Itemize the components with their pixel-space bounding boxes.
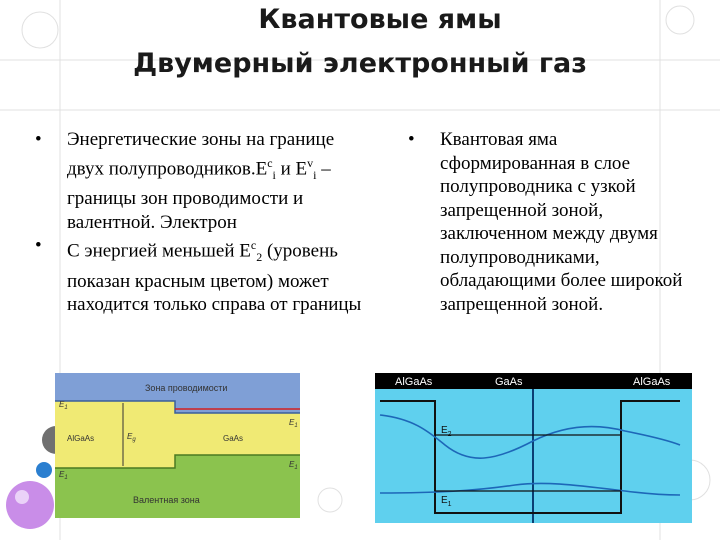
energy-label-e2-right: E1 [289, 460, 298, 471]
bullet-text: С энергией меньшей E [67, 240, 251, 262]
subscript: i [272, 167, 276, 182]
valence-band-label: Валентная зона [133, 495, 200, 505]
well-right-material: AlGaAs [633, 376, 671, 388]
right-column-text: • Квантовая яма сформированная в слое по… [405, 128, 695, 316]
bullet-dot: • [35, 129, 42, 150]
bullet-dot: • [408, 129, 415, 150]
quantum-well-diagram: AlGaAs GaAs AlGaAs E2 E1 [375, 373, 692, 523]
superscript: c [250, 238, 257, 253]
superscript: c [267, 155, 273, 170]
conduction-band-edge [55, 400, 300, 414]
band-gap-region [55, 401, 300, 468]
bullet-text: Энергетические зоны на границе двух полу… [67, 129, 335, 179]
well-center-material: GaAs [495, 376, 523, 388]
left-column-text: • Энергетические зоны на границе двух по… [32, 128, 372, 317]
blue-sphere [36, 462, 52, 478]
right-bullet-1: • Квантовая яма сформированная в слое по… [405, 128, 695, 316]
band-diagram: Зона проводимости Валентная зона AlGaAs … [55, 373, 300, 518]
right-material-label: GaAs [223, 434, 243, 443]
sphere-highlight [15, 490, 29, 504]
bullet-text: и E [275, 157, 308, 179]
bullet-text: Квантовая яма сформированная в слое полу… [440, 129, 683, 315]
bullet-dot: • [35, 235, 42, 257]
superscript: v [307, 155, 314, 170]
purple-sphere [6, 481, 54, 529]
bg-circle [665, 5, 695, 35]
level-label-e2: E2 [441, 425, 452, 438]
left-material-label: AlGaAs [67, 434, 94, 443]
left-bullet-1: • Энергетические зоны на границе двух по… [32, 128, 372, 234]
well-potential-profile [380, 400, 680, 514]
bg-circle [317, 487, 343, 513]
well-left-material: AlGaAs [395, 376, 433, 388]
subscript: 2 [256, 250, 263, 265]
well-header-bar [375, 373, 692, 389]
conduction-band-label: Зона проводимости [145, 383, 227, 393]
slide-title-line1: Квантовые ямы [258, 4, 502, 35]
wavefunction-upper [379, 414, 681, 459]
bullet-text: (уровень показан красным цветом) может н… [67, 240, 362, 316]
conduction-band [55, 373, 300, 413]
gap-energy-label: Eg [127, 432, 136, 443]
valence-band-edge [55, 454, 300, 469]
bg-circle [21, 11, 59, 49]
energy-label-e2-left: E1 [59, 470, 68, 481]
left-bullet-2: • С энергией меньшей Ec2 (уровень показа… [32, 234, 372, 317]
energy-label-e1-right: E1 [289, 418, 298, 429]
energy-label-e1-left: E1 [59, 400, 68, 411]
bullet-text: – границы зон проводимости и валентной. … [67, 157, 331, 233]
wavefunction-lower [379, 482, 681, 496]
level-label-e1: E1 [441, 495, 452, 508]
subscript: i [313, 167, 317, 182]
slide-title-line2: Двумерный электронный газ [133, 48, 587, 79]
